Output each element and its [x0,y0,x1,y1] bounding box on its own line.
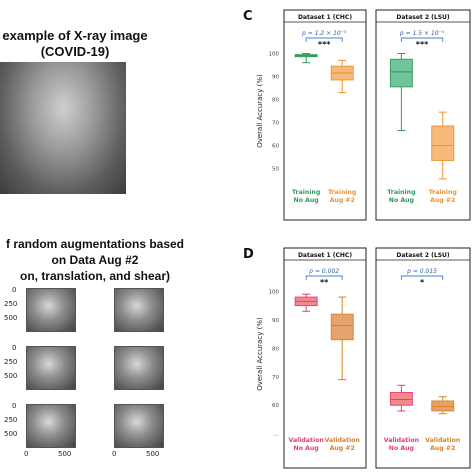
box-iqr [389,391,413,406]
group-label-line2: Aug #2 [330,445,355,452]
thumb-xtick: 0 [24,450,29,458]
group-label-line1: Training [292,189,320,196]
thumb-ytick: 500 [4,372,18,380]
xray-title-line1: example of X-ray image [2,28,148,43]
augmented-xray-thumbnail [26,288,76,332]
group-label-line2: No Aug [294,445,319,452]
xray-title-line2: (COVID-19) [40,44,110,59]
box-iqr [431,125,455,161]
dataset-title: Dataset 2 (LSU) [396,14,450,21]
group-label-line2: No Aug [294,197,319,204]
thumb-ytick: 250 [4,300,18,308]
y-tick-label: ... [274,432,279,438]
thumb-ytick: 0 [12,286,17,294]
thumb-ytick: 250 [4,416,18,424]
thumb-ytick: 0 [12,344,17,352]
y-tick-label: 60 [272,144,279,150]
significance-bracket [400,37,444,42]
augmentation-title: f random augmentations based on Data Aug… [0,236,190,284]
group-label-line1: Validation [289,437,324,444]
box-iqr [389,58,413,88]
dataset-frame [283,9,367,221]
y-tick-label: 60 [272,403,279,409]
dataset-frame [375,9,471,221]
aug-title-line2: on Data Aug #2 [51,253,139,267]
xray-example-title: example of X-ray image (COVID-19) [0,28,150,60]
group-label-line2: No Aug [389,445,414,452]
group-label-line1: Training [429,189,457,196]
group-label-line2: No Aug [389,197,414,204]
augmented-xray-thumbnail [114,404,164,448]
dataset-frame [283,247,367,469]
p-value-label: p = 1.2 × 10⁻⁵ [301,30,347,37]
significance-stars: * [420,278,425,287]
augmented-xray-thumbnail [26,346,76,390]
group-label-line1: Validation [325,437,360,444]
group-label-line1: Training [328,189,356,196]
y-tick-label: 100 [269,52,280,58]
dataset-frame [375,247,471,469]
y-axis-label: Overall Accuracy (%) [256,317,264,391]
augmented-xray-thumbnail [114,288,164,332]
significance-bracket [305,275,343,280]
dataset-title: Dataset 2 (LSU) [396,252,450,259]
thumb-xtick: 0 [112,450,117,458]
significance-stars: ** [320,278,329,287]
group-label-line1: Training [387,189,415,196]
augmented-xray-thumbnail [26,404,76,448]
p-value-label: p = 0.002 [308,268,339,275]
thumb-ytick: 500 [4,430,18,438]
group-label-line2: Aug #2 [430,445,455,452]
box-iqr [330,313,354,341]
aug-title-line1: f random augmentations based [5,237,185,251]
box-iqr [431,400,455,412]
y-tick-label: 90 [272,75,279,81]
panel-letter: D [243,247,254,262]
group-label-line1: Validation [384,437,419,444]
y-axis-label: Overall Accuracy (%) [256,74,264,148]
aug-title-line3: on, translation, and shear) [19,269,171,283]
group-label-line2: Aug #2 [430,197,455,204]
y-tick-label: 100 [269,289,280,295]
significance-stars: *** [416,40,429,49]
panel-letter: C [243,9,253,24]
significance-bracket [400,275,444,280]
xray-image [0,62,126,194]
y-tick-label: 50 [272,167,279,173]
y-tick-label: 80 [272,98,279,104]
dataset-title: Dataset 1 (CHC) [298,14,352,21]
y-tick-label: 70 [272,375,279,381]
group-label-line2: Aug #2 [330,197,355,204]
group-label-line1: Validation [425,437,460,444]
significance-stars: *** [318,40,331,49]
significance-bracket [305,37,343,42]
dataset-title: Dataset 1 (CHC) [298,252,352,259]
thumb-ytick: 250 [4,358,18,366]
y-tick-label: 80 [272,346,279,352]
y-tick-label: 90 [272,318,279,324]
augmented-xray-thumbnail [114,346,164,390]
p-value-label: p = 1.5 × 10⁻⁵ [399,30,445,37]
thumb-ytick: 500 [4,314,18,322]
thumb-ytick: 0 [12,402,17,410]
augmentation-grid: 0 250 500 0 250 500 0 250 500 0 500 0 50… [0,286,190,466]
p-value-label: p = 0.015 [406,268,437,275]
thumb-xtick: 500 [146,450,160,458]
y-tick-label: 70 [272,121,279,127]
thumb-xtick: 500 [58,450,72,458]
